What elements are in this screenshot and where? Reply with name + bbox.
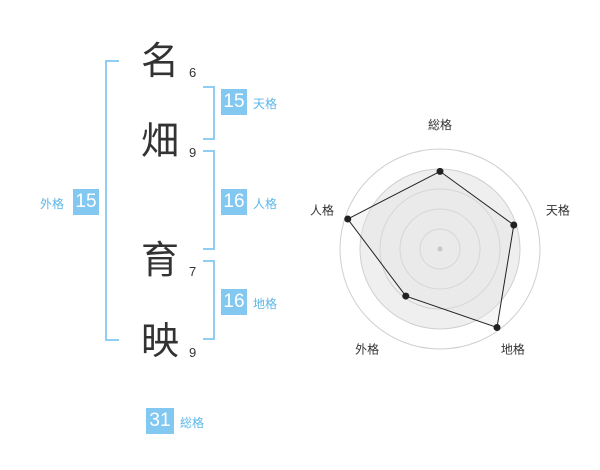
radar-point-4 xyxy=(402,292,410,300)
radar-ring xyxy=(419,228,461,270)
soukaku-label: 総格 xyxy=(180,416,205,430)
radar-axis-label-4: 外格 xyxy=(355,341,379,356)
gaikaku-label: 外格 xyxy=(40,197,65,211)
radar-ring xyxy=(339,148,541,350)
name-char-4: 映 xyxy=(141,319,180,363)
soukaku-value: 31 xyxy=(146,408,174,434)
chikaku-value: 16 xyxy=(221,289,247,315)
radar-series xyxy=(344,167,518,331)
stroke-count-1: 6 xyxy=(189,65,197,80)
gaikaku-bracket xyxy=(105,60,119,341)
stroke-count-4: 9 xyxy=(189,345,197,360)
radar-axis-label-1: 総格 xyxy=(428,117,452,132)
radar-center-dot xyxy=(437,246,443,252)
radar-point-5 xyxy=(344,215,352,223)
radar-axis-label-3: 地格 xyxy=(501,341,525,356)
chikaku-label: 地格 xyxy=(253,297,278,311)
radar-point-2 xyxy=(510,221,518,229)
name-char-3: 育 xyxy=(141,238,180,282)
jinkaku-value: 16 xyxy=(221,189,247,215)
stroke-count-3: 7 xyxy=(189,264,197,279)
jinkaku-bracket xyxy=(203,150,215,250)
radar-polygon xyxy=(346,170,515,329)
name-char-2: 畑 xyxy=(141,119,180,163)
tenkaku-label: 天格 xyxy=(253,97,278,111)
radar-ring xyxy=(379,188,501,310)
stroke-count-2: 9 xyxy=(189,145,197,160)
radar-point-3 xyxy=(493,323,501,331)
gaikaku-value: 15 xyxy=(73,189,99,215)
tenkaku-bracket xyxy=(203,86,215,140)
radar-point-1 xyxy=(436,167,444,175)
name-char-1: 名 xyxy=(141,39,180,83)
radar-axis-label-2: 天格 xyxy=(546,203,570,218)
radar-ring xyxy=(399,208,481,290)
radar-axis-label-5: 人格 xyxy=(310,203,334,218)
tenkaku-value: 15 xyxy=(221,89,247,115)
jinkaku-label: 人格 xyxy=(253,197,278,211)
chikaku-bracket xyxy=(203,260,215,340)
